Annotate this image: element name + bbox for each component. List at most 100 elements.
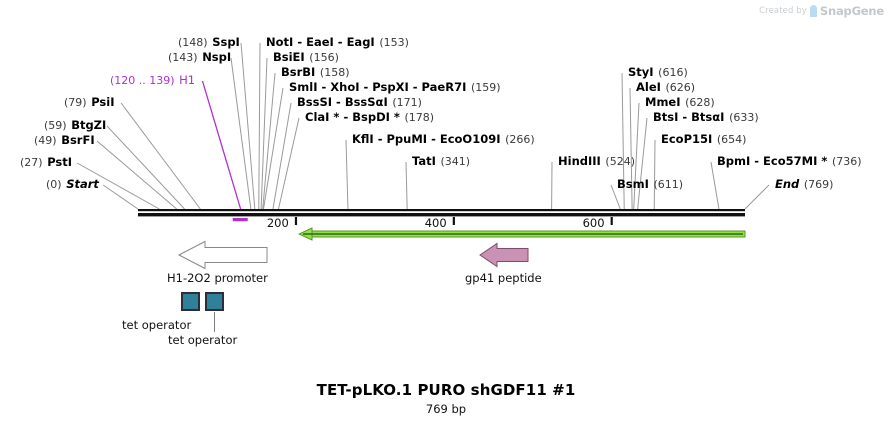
enzyme-label[interactable]: BsiEI (156) [273, 51, 339, 64]
plasmid-backbone [138, 209, 745, 217]
enzyme-label[interactable]: (143) NspI [168, 51, 231, 64]
enzyme-name-separator: - [373, 132, 387, 146]
leader-line [76, 162, 160, 210]
leader-line [633, 102, 640, 210]
enzyme-label[interactable]: BtsI - BtsαI (633) [653, 111, 759, 124]
enzyme-position: (156) [309, 51, 339, 64]
enzyme-name: Eco57MI * [763, 154, 828, 168]
enzyme-label[interactable]: HindIII (524) [558, 155, 635, 168]
leader-line [201, 80, 242, 210]
leader-line [102, 184, 139, 210]
enzyme-label[interactable]: (27) PstI [20, 156, 72, 169]
enzyme-label[interactable]: SmlI - XhoI - PspXI - PaeR7I (159) [289, 81, 501, 94]
ruler-number: 600 [582, 216, 605, 230]
enzyme-name: H1 [179, 73, 196, 87]
enzyme-label[interactable]: (59) BtgZI [44, 119, 106, 132]
enzyme-name: PspXI [372, 80, 409, 94]
leader-line [744, 184, 770, 210]
enzyme-name-separator: - [427, 132, 440, 146]
ruler-tick [294, 217, 298, 225]
leader-line [621, 72, 625, 210]
leader-line [258, 42, 261, 210]
enzyme-name-separator: - [339, 110, 353, 124]
enzyme-label[interactable]: MmeI (628) [645, 96, 715, 109]
gp41-peptide-arrow [479, 242, 529, 268]
enzyme-label[interactable]: KflI - PpuMI - EcoO109I (266) [352, 133, 535, 146]
enzyme-position: (143) [168, 51, 198, 64]
backbone-lower-line [138, 213, 745, 217]
snapgene-watermark: Created by SnapGene [759, 4, 884, 18]
enzyme-position: (59) [44, 119, 67, 132]
enzyme-name: KflI [352, 132, 374, 146]
enzyme-name: PaeR7I [421, 80, 467, 94]
tet-operator-1-caption: tet operator [122, 318, 192, 332]
enzyme-name: EcoP15I [661, 132, 713, 146]
enzyme-position: (266) [505, 133, 535, 146]
enzyme-name: ClaI * [305, 110, 340, 124]
leader-line [96, 140, 178, 210]
enzyme-name: TatI [412, 154, 436, 168]
enzyme-position: (524) [605, 155, 636, 168]
enzyme-name: BsrBI [281, 65, 316, 79]
h1-feature-bar [232, 218, 248, 222]
enzyme-name: BtsI [653, 110, 679, 124]
enzyme-label[interactable]: (148) SspI [178, 36, 240, 49]
enzyme-label[interactable]: StyI (616) [628, 66, 688, 79]
enzyme-leader-lines [76, 42, 770, 210]
enzyme-position: (341) [440, 155, 471, 168]
ruler-number: 200 [266, 216, 289, 230]
enzyme-name-separator: - [333, 35, 347, 49]
leader-line [610, 184, 621, 210]
enzyme-position: (153) [379, 36, 409, 49]
enzyme-position: (769) [803, 178, 834, 191]
enzyme-label[interactable]: EcoP15I (654) [661, 133, 746, 146]
leader-line [263, 87, 284, 210]
watermark-created-by-label: Created by [759, 6, 807, 16]
h1-2o2-promoter-arrow [177, 240, 268, 270]
enzyme-label[interactable]: TatI (341) [412, 155, 470, 168]
leader-line [272, 102, 292, 210]
enzyme-name: PstI [47, 155, 73, 169]
enzyme-label[interactable]: AleI (626) [636, 81, 695, 94]
enzyme-label[interactable]: NotI - EaeI - EagI (153) [266, 36, 409, 49]
snapgene-leaf-icon [809, 5, 817, 17]
plasmid-title: TET-pLKO.1 PURO shGDF11 #1 [316, 381, 576, 399]
enzyme-name: EaeI [306, 35, 334, 49]
h1-2o2-promoter-caption: H1-2O2 promoter [167, 271, 268, 285]
enzyme-name: BssSI [297, 95, 333, 109]
enzyme-name-separator: - [678, 110, 692, 124]
enzyme-name-separator: - [293, 35, 307, 49]
tet-operator-2-box [205, 292, 224, 311]
gp41-peptide-caption: gp41 peptide [465, 271, 542, 285]
leader-line [260, 57, 268, 210]
enzyme-position: (148) [178, 36, 208, 49]
enzyme-label[interactable]: BssSI - BssSαI (171) [297, 96, 422, 109]
enzyme-label[interactable]: (79) PsiI [64, 96, 114, 109]
enzyme-label[interactable]: ClaI * - BspDI * (178) [305, 111, 434, 124]
enzyme-label[interactable]: BsmI (611) [617, 178, 683, 191]
enzyme-name: BsmI [617, 177, 649, 191]
enzyme-name: AleI [636, 80, 661, 94]
enzyme-label[interactable]: BpmI - Eco57MI * (736) [717, 155, 862, 168]
enzyme-label[interactable]: BsrBI (158) [281, 66, 350, 79]
enzyme-name-separator: - [359, 80, 373, 94]
enzyme-position: (736) [831, 155, 862, 168]
enzyme-position: (79) [64, 96, 87, 109]
enzyme-position: (611) [653, 178, 684, 191]
leader-line [278, 117, 300, 210]
leader-line [653, 139, 656, 210]
enzyme-label[interactable]: (120 .. 139) H1 [110, 74, 195, 87]
enzyme-name: BssSαI [344, 95, 388, 109]
enzyme-label[interactable]: (49) BsrFI [34, 134, 95, 147]
enzyme-label[interactable]: End (769) [775, 178, 833, 191]
enzyme-position: (628) [685, 96, 715, 109]
enzyme-name: SspI [212, 35, 240, 49]
ruler-ticks [294, 217, 613, 225]
leader-line [345, 139, 349, 210]
watermark-brand-label: SnapGene [819, 4, 884, 18]
enzyme-label[interactable]: (0) Start [46, 178, 99, 191]
enzyme-name: StyI [628, 65, 654, 79]
leader-line [637, 117, 648, 210]
enzyme-position: (120 .. 139) [110, 74, 175, 87]
plasmid-title-block: TET-pLKO.1 PURO shGDF11 #1 769 bp [0, 381, 892, 416]
